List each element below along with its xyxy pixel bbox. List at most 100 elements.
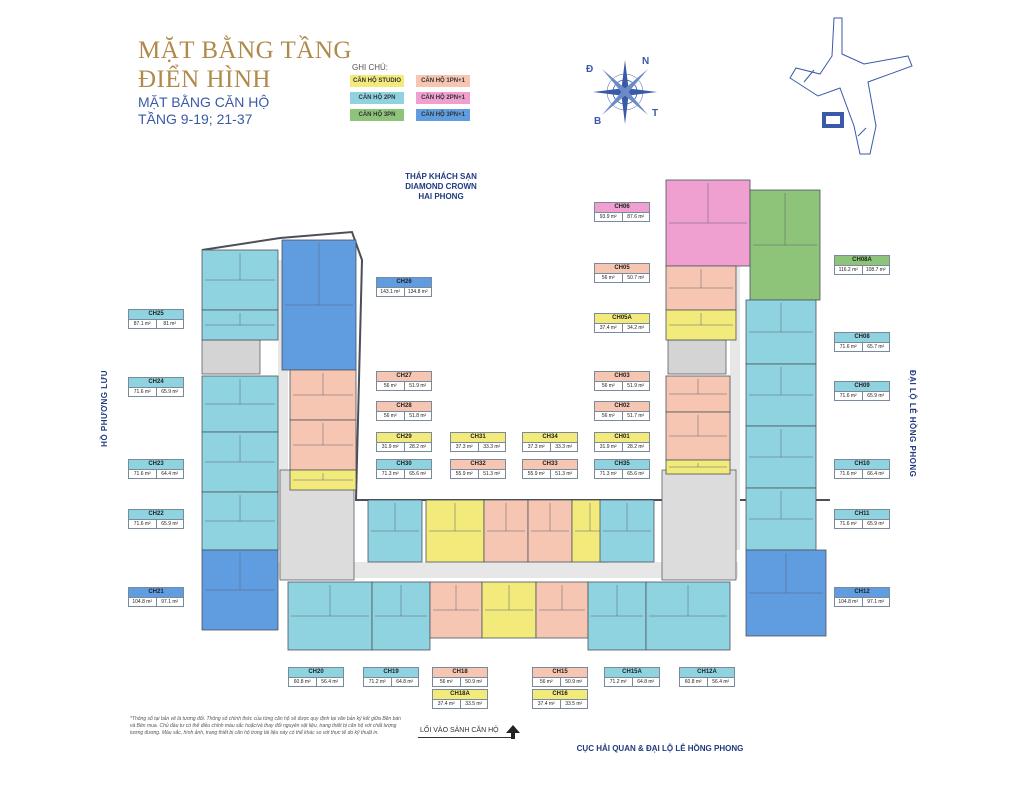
- unit-area-net: 64.8 m²: [396, 679, 414, 685]
- unit-code: CH28: [377, 402, 431, 411]
- unit-area-gross: 37.4 m²: [433, 700, 461, 708]
- unit-code: CH25: [129, 310, 183, 319]
- unit-code: CH26: [377, 278, 431, 287]
- compass-icon: N Đ B T: [586, 56, 658, 127]
- unit-area-gross: 37.3 m²: [523, 443, 551, 451]
- unit-area-gross: 71.3 m²: [377, 470, 405, 478]
- unit-code: CH15: [533, 668, 587, 677]
- unit-area-gross: 71.6 m²: [835, 392, 863, 400]
- corridor-right: [730, 260, 740, 550]
- unit-area-gross: 37.3 m²: [451, 443, 479, 451]
- room-divider: [285, 243, 353, 306]
- left-side-label: HỒ PHƯƠNG LƯU: [100, 370, 109, 447]
- room-divider: [487, 503, 525, 532]
- unit-code: CH22: [129, 510, 183, 519]
- unit-code: CH05: [595, 264, 649, 273]
- unit-code: CH15A: [605, 668, 659, 677]
- unit-area-net: 50.7 m²: [627, 275, 645, 281]
- room-divider: [291, 585, 369, 617]
- room-divider: [669, 379, 727, 395]
- unit-code: CH11: [835, 510, 889, 519]
- unit-area-net: 28.2 m²: [409, 444, 427, 450]
- unit-area-net: 64.4 m²: [161, 471, 179, 477]
- unit-code: CH35: [595, 460, 649, 469]
- room-divider: [749, 429, 813, 458]
- title-line-1: MẶT BẰNG TẦNG: [138, 37, 352, 64]
- room-divider: [669, 463, 727, 468]
- footnote: *Thông số tại bản vẽ là tương đối. Thông…: [130, 716, 401, 736]
- room-divider: [749, 367, 813, 396]
- unit-area-gross: 56 m²: [595, 274, 623, 282]
- unit-area-net: 51.8 m²: [409, 413, 427, 419]
- unit-code: CH23: [129, 460, 183, 469]
- unit-area-net: 51.7 m²: [627, 413, 645, 419]
- site-keymap: [789, 17, 913, 155]
- unit-code: CH08: [835, 333, 889, 342]
- unit-area-net: 56.4 m²: [321, 679, 339, 685]
- unit-code: CH12A: [680, 668, 734, 677]
- right-side-label: ĐẠI LỘ LÊ HỒNG PHONG: [908, 370, 917, 478]
- unit-code: CH31: [451, 433, 505, 442]
- unit-code: CH10: [835, 460, 889, 469]
- unit-area-net: 65.9 m²: [867, 521, 885, 527]
- unit-area-gross: 71.6 m²: [129, 388, 157, 396]
- unit-area-net: 65.7 m²: [867, 344, 885, 350]
- unit-code: CH21: [129, 588, 183, 597]
- unit-area-gross: 71.6 m²: [835, 520, 863, 528]
- unit-area-net: 81 m²: [163, 321, 177, 327]
- unit-area-net: 34.2 m²: [627, 325, 645, 331]
- room-divider: [433, 585, 479, 611]
- unit-area-net: 28.2 m²: [627, 444, 645, 450]
- unit-area-gross: 104.8 m²: [835, 598, 863, 606]
- unit-area-gross: 56 m²: [533, 678, 561, 686]
- room-divider: [603, 503, 651, 532]
- room-divider: [205, 379, 275, 405]
- unit-area-net: 97.1 m²: [867, 599, 885, 605]
- hotel-label-3: HAI PHONG: [418, 192, 464, 201]
- stair-left: [201, 339, 261, 375]
- unit-area-net: 65.6 m²: [409, 471, 427, 477]
- room-divider: [531, 503, 569, 532]
- unit-code: CH05A: [595, 314, 649, 323]
- unit-code: CH06: [595, 203, 649, 212]
- room-divider: [293, 423, 353, 446]
- room-divider: [375, 585, 427, 617]
- unit-code: CH18: [433, 668, 487, 677]
- legend-chip: CĂN HỘ 1PN+1: [416, 75, 470, 87]
- bottom-label: CỤC HẢI QUAN & ĐẠI LỘ LÊ HỒNG PHONG: [576, 744, 744, 753]
- unit-area-net: 87.6 m²: [627, 214, 645, 220]
- unit-area-net: 33.3 m²: [555, 444, 573, 450]
- compass-b: B: [594, 116, 601, 127]
- legend-chip: CĂN HỘ 2PN: [350, 92, 404, 104]
- page-title: MẶT BẰNG TẦNG ĐIỂN HÌNH: [138, 36, 352, 94]
- unit-area-gross: 31.9 m²: [595, 443, 623, 451]
- unit-area-gross: 71.6 m²: [129, 470, 157, 478]
- legend-chip: CĂN HỘ 2PN+1: [416, 92, 470, 104]
- hotel-label-1: THÁP KHÁCH SẠN: [405, 172, 477, 181]
- unit-area-net: 51.9 m²: [627, 383, 645, 389]
- unit-area-gross: 87.1 m²: [129, 320, 157, 328]
- unit-code: CH24: [129, 378, 183, 387]
- unit-code: CH20: [289, 668, 343, 677]
- room-divider: [539, 585, 585, 611]
- unit-area-net: 134.8 m²: [407, 289, 428, 295]
- unit-area-gross: 71.6 m²: [835, 343, 863, 351]
- unit-area-gross: 93.9 m²: [595, 213, 623, 221]
